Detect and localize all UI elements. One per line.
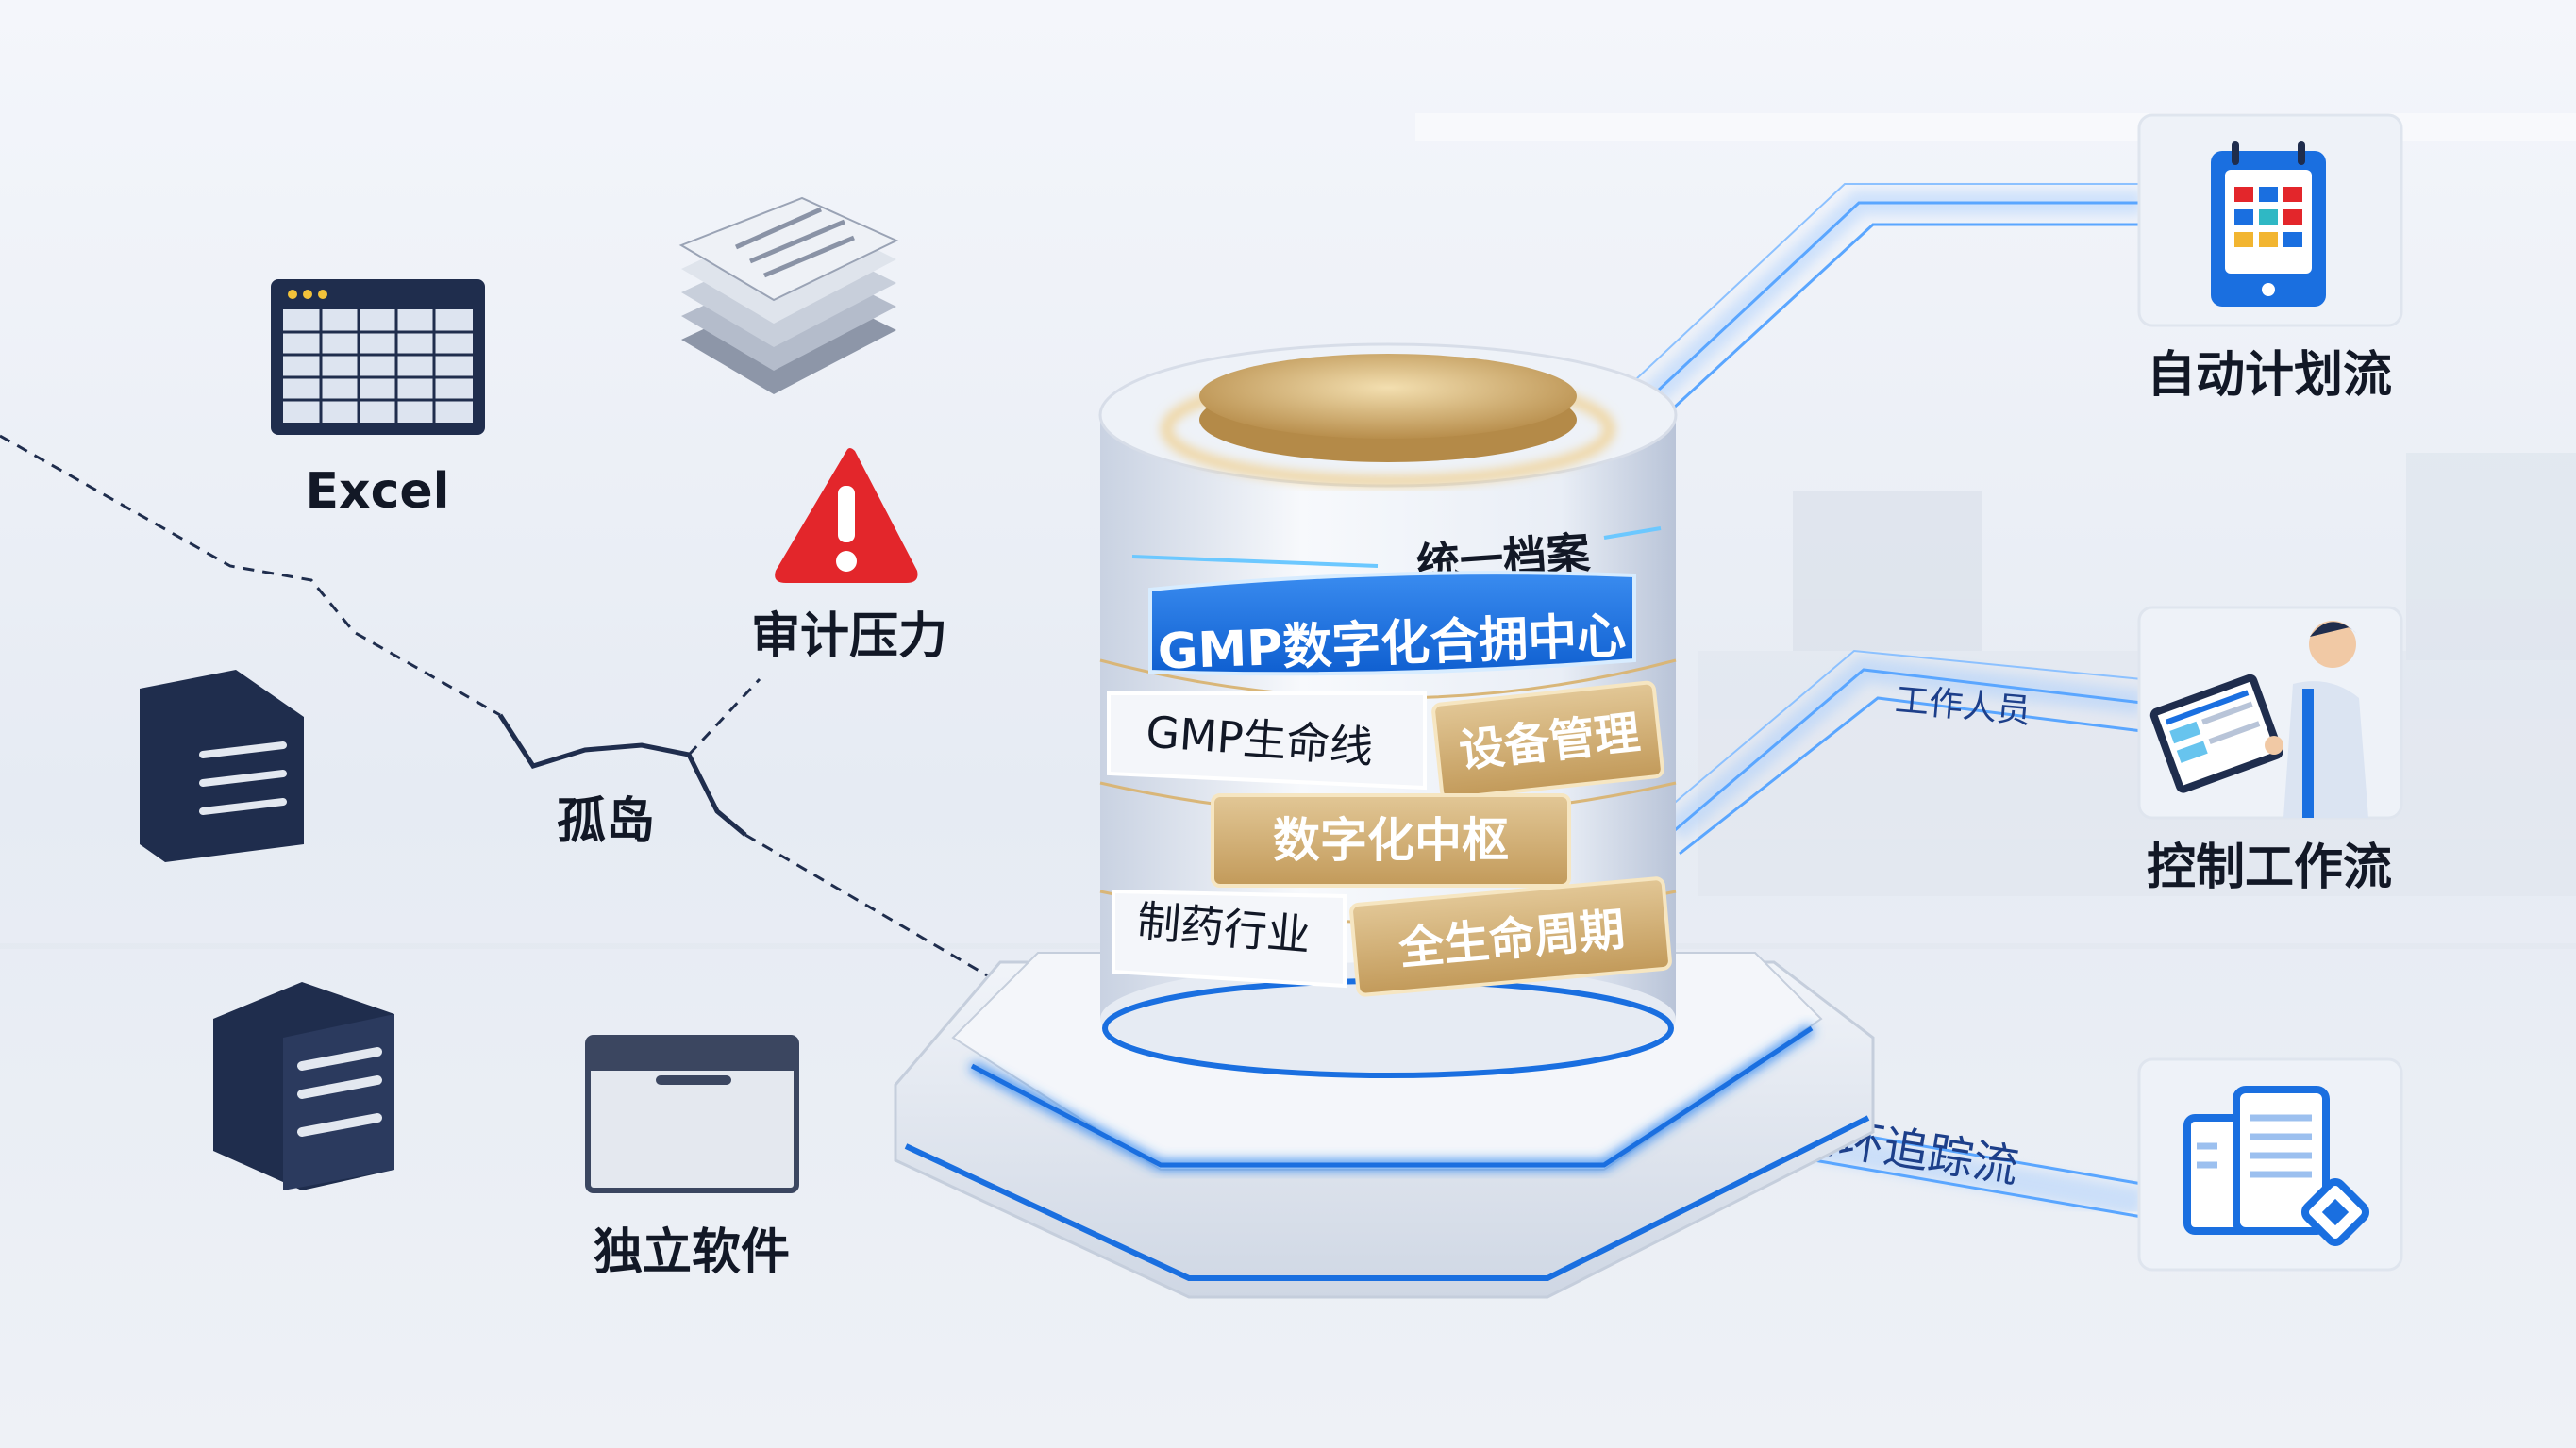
standalone-software-label: 独立软件 [594,1224,790,1281]
paper-stack-icon [678,196,899,394]
equipment-management-box [1431,680,1664,801]
excel-spreadsheet-icon [271,279,485,435]
flow-line-staff [1666,649,2144,856]
flow-line-auto-plan [1622,183,2142,422]
digital-hub-label: 数字化中枢 [1273,813,1509,868]
document-diamond-icon [2183,1086,2370,1247]
full-lifecycle-box [1349,876,1672,997]
island-label: 孤岛 [557,793,655,850]
audit-pressure-label: 审计压力 [751,608,947,665]
document-icon [140,670,304,862]
worker-tablet-icon [2149,621,2368,818]
main-blue-band [1148,571,1636,676]
warning-triangle-icon [775,448,918,583]
standalone-software-window-icon [585,1035,799,1193]
auto-plan-card [2137,113,2403,327]
auto-plan-flow-label: 自动计划流 [2147,347,2392,404]
industry-panel [1112,889,1347,989]
excel-label: Excel [306,463,450,520]
calendar-icon [2211,141,2326,307]
lifeline-panel [1107,691,1427,791]
tracking-card [2137,1057,2403,1272]
digital-hub-box [1211,793,1571,888]
file-cabinet-icon [213,982,394,1190]
island-divider-line [0,434,1006,988]
control-workflow-card [2137,606,2403,820]
control-workflow-label: 控制工作流 [2147,840,2392,896]
